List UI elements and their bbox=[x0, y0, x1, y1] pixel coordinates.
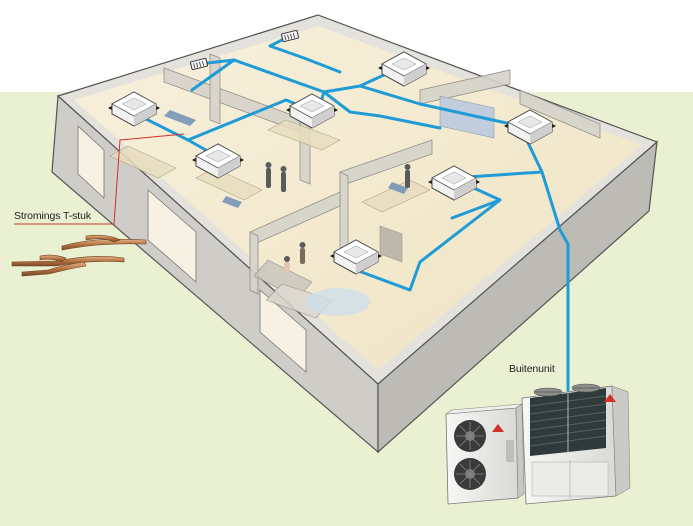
leader-line bbox=[14, 133, 185, 225]
furniture bbox=[109, 95, 495, 319]
outdoor-unit-small bbox=[445, 403, 525, 505]
outdoor-unit-large bbox=[521, 383, 631, 505]
copper-branch-pipes bbox=[11, 234, 147, 277]
people bbox=[265, 162, 411, 272]
flow-tee-label: Stromings T-stuk bbox=[14, 210, 91, 222]
outdoor-unit-label: Buitenunit bbox=[509, 363, 555, 375]
